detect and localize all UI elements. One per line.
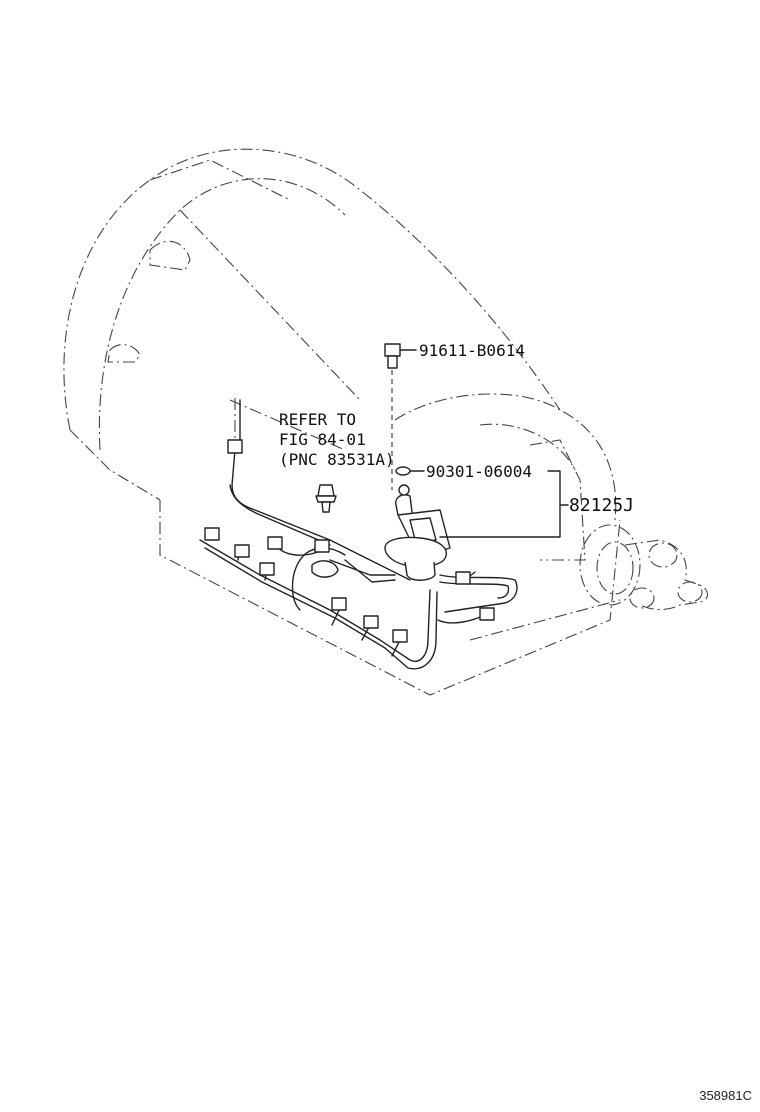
assembly-part-number: 82125J — [569, 495, 634, 516]
connector-2 — [234, 544, 250, 558]
figure-id: 358981C — [699, 1088, 752, 1103]
connector-5 — [314, 539, 330, 553]
speed-sensor-assembly — [384, 484, 451, 581]
connector-upper — [227, 439, 243, 454]
connector-6 — [331, 597, 347, 611]
connector-10 — [479, 607, 495, 621]
output-flange — [579, 524, 709, 611]
bolt-part-number: 91611-B0614 — [419, 341, 525, 360]
harness-connectors — [204, 439, 495, 643]
oring-part-number: 90301-06004 — [426, 462, 532, 481]
connector-8 — [392, 629, 408, 643]
bolt-part — [384, 343, 401, 490]
refer-note-line3: (PNC 83531A) — [279, 450, 395, 469]
connector-4 — [259, 562, 275, 576]
connector-1 — [204, 527, 220, 541]
oring-part — [395, 466, 411, 476]
referenced-switch-part — [315, 484, 337, 513]
refer-note-line2: FIG 84-01 — [279, 430, 366, 449]
leader-lines — [399, 349, 569, 538]
refer-note-line1: REFER TO — [279, 410, 356, 429]
connector-9 — [455, 571, 471, 585]
connector-7 — [363, 615, 379, 629]
connector-3 — [267, 536, 283, 550]
harness-clamp — [311, 560, 339, 578]
transmission-outline — [63, 148, 621, 696]
